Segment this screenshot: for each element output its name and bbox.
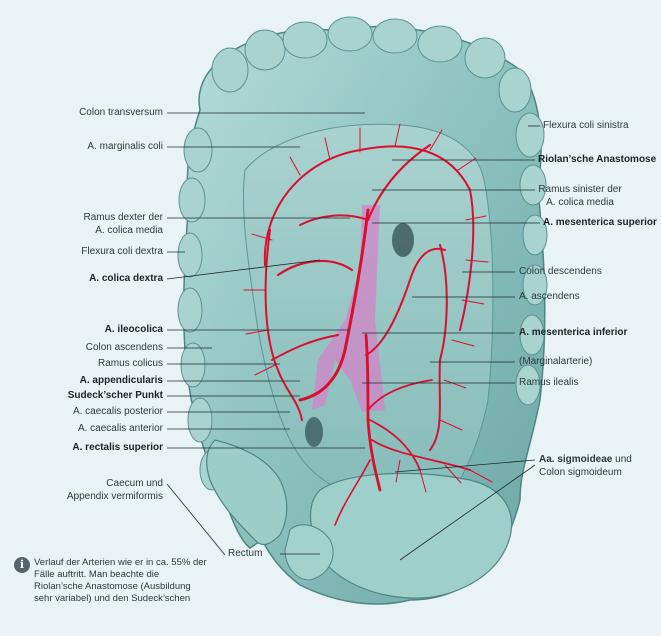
label-marginalarterie: (Marginalarterie) [519,356,593,367]
label-sudeck-punkt: Sudeck’scher Punkt [67,390,163,401]
rectum-stump [284,524,334,581]
label-a-caecalis-anterior: A. caecalis anterior [77,423,163,434]
label-ramus-dexter-1: Ramus dexter der [83,212,163,223]
label-ramus-sinister-1: Ramus sinister der [538,184,622,195]
label-ramus-colicus: Ramus colicus [97,358,163,369]
label-aa-sigmoideae-und: und [612,454,632,465]
label-a-marginalis-coli: A. marginalis coli [87,141,163,152]
label-ramus-sinister-2: A. colica media [546,197,614,208]
label-colon-descendens: Colon descendens [519,266,602,277]
label-a-appendicularis: A. appendicularis [79,375,163,386]
label-caecum-1: Caecum und [106,478,163,489]
label-ramus-dexter-2: A. colica media [95,225,163,236]
label-a-rectalis-superior: A. rectalis superior [72,442,163,453]
haustra [177,16,548,491]
label-aa-sigmoideae: Aa. sigmoideae und [539,454,632,466]
label-flexura-coli-dextra: Flexura coli dextra [81,246,163,257]
label-aa-sigmoideae-bold: Aa. sigmoideae [539,454,613,465]
label-colon-transversum: Colon transversum [79,107,163,118]
label-a-mesenterica-superior: A. mesenterica superior [543,217,657,228]
label-ramus-ilealis: Ramus ilealis [519,377,579,388]
label-a-mesenterica-inferior: A. mesenterica inferior [519,327,628,338]
artery-tree [243,123,493,526]
label-a-colica-dextra: A. colica dextra [89,273,163,284]
label-colon-sigmoideum: Colon sigmoideum [539,467,622,478]
caecum-appendix [206,439,288,546]
label-a-ascendens: A. ascendens [519,291,580,302]
label-rectum: Rectum [228,548,263,559]
label-a-ileocolica: A. ileocolica [104,324,163,335]
label-colon-ascendens: Colon ascendens [85,342,163,353]
label-riolan-anastomose: Riolan’sche Anastomose [538,154,657,165]
leader-lines [166,112,540,561]
label-a-caecalis-posterior: A. caecalis posterior [72,406,163,417]
info-icon: i [14,557,30,573]
label-flexura-coli-sinistra: Flexura coli sinistra [543,120,629,131]
figure-note: Verlauf der Arterien wie er in ca. 55% d… [34,557,207,604]
label-caecum-2: Appendix vermiformis [66,491,163,502]
